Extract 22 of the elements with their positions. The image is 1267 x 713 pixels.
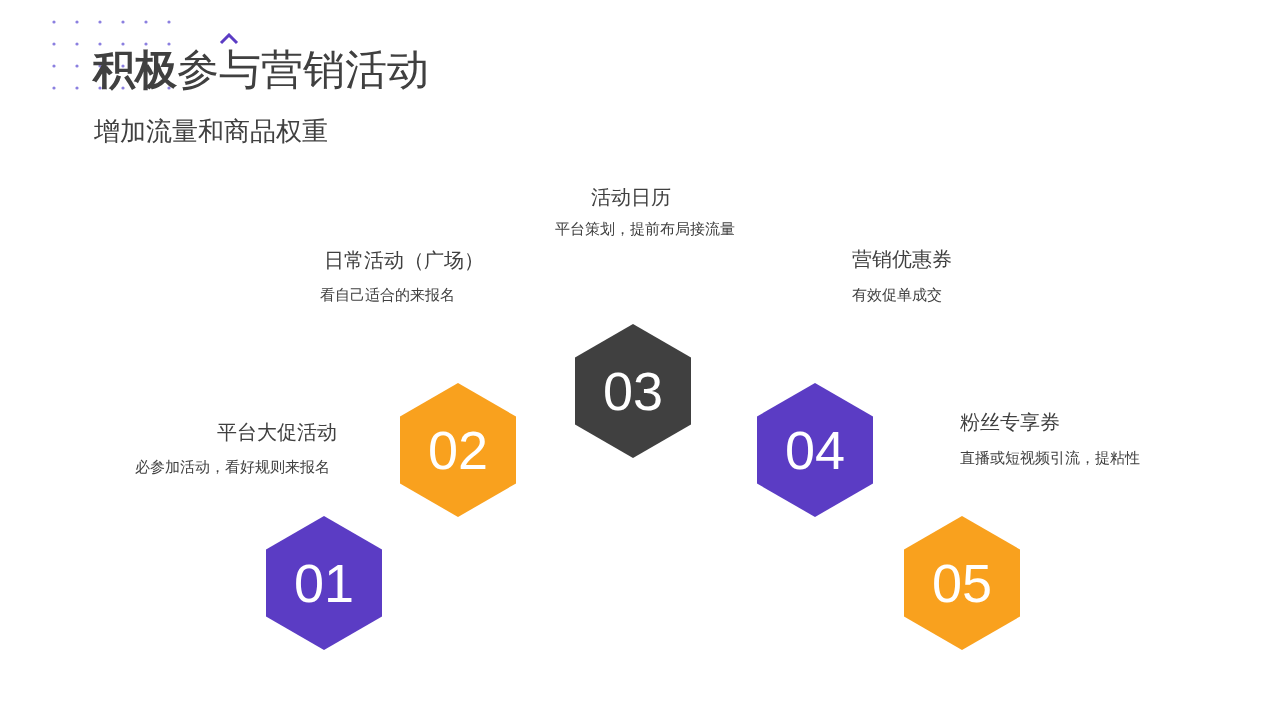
step-description: 直播或短视频引流，提粘性 <box>960 448 1140 468</box>
hexagon-node <box>400 383 516 517</box>
step-heading: 日常活动（广场） <box>324 248 484 273</box>
step-description: 有效促单成交 <box>852 285 942 305</box>
step-number: 05 <box>930 552 994 615</box>
step-description: 必参加活动，看好规则来报名 <box>135 457 330 477</box>
step-heading: 平台大促活动 <box>217 420 337 445</box>
step-heading: 粉丝专享券 <box>960 410 1060 435</box>
step-heading: 活动日历 <box>591 185 671 210</box>
step-number: 03 <box>601 360 665 423</box>
slide-title: 积极参与营销活动 <box>93 45 429 95</box>
step-number: 02 <box>426 419 490 482</box>
hexagon-node <box>575 324 691 458</box>
hexagon-node <box>904 516 1020 650</box>
subtitle: 增加流量和商品权重 <box>94 115 328 148</box>
hexagon-node <box>757 383 873 517</box>
step-number: 01 <box>292 552 356 615</box>
step-number: 04 <box>783 419 847 482</box>
hexagon-node <box>266 516 382 650</box>
step-heading: 营销优惠券 <box>852 247 952 272</box>
step-description: 平台策划，提前布局接流量 <box>555 219 735 239</box>
step-description: 看自己适合的来报名 <box>319 285 455 305</box>
